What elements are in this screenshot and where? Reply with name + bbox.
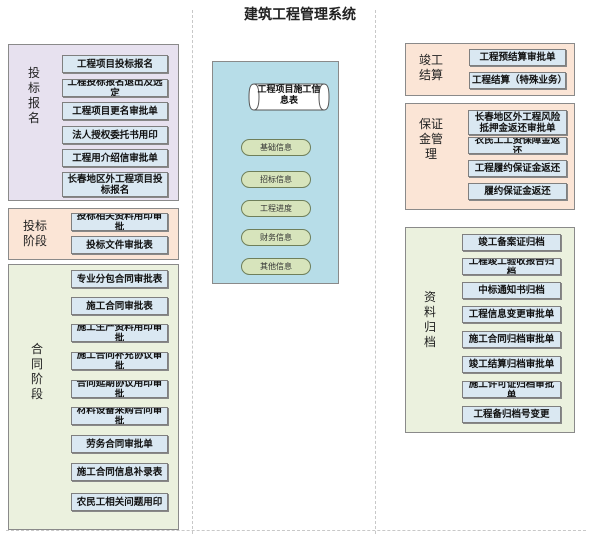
item-settlement-archive[interactable]: 竣工结算归档审批单 — [462, 356, 561, 373]
item-bid-docs-seal[interactable]: 投标相关资料用印审批 — [71, 213, 168, 231]
item-extension-agreement[interactable]: 合同延期协议用印审批 — [71, 380, 168, 398]
project-info-title: 工程项目施工信息表 — [257, 85, 321, 106]
item-project-rename[interactable]: 工程项目更名审批单 — [62, 102, 168, 120]
item-pre-settlement[interactable]: 工程预结算审批单 — [469, 49, 566, 66]
item-bid-withdraw[interactable]: 工程投标报名退出及选定 — [62, 79, 168, 97]
group-label-archive: 资料归档 — [423, 290, 436, 349]
item-filing-certificate[interactable]: 竣工备案证归档 — [462, 234, 561, 251]
item-archive-number-change[interactable]: 工程备归档号变更 — [462, 406, 561, 423]
item-permit-archive[interactable]: 施工许可证归档审批单 — [462, 381, 561, 398]
item-performance-bond-return[interactable]: 工程履约保证金返还 — [468, 160, 567, 177]
scroll-shape-icon — [248, 83, 330, 111]
item-acceptance-report[interactable]: 工程竣工验收报告归档 — [462, 258, 561, 275]
item-intro-letter[interactable]: 工程用介绍信审批单 — [62, 149, 168, 167]
item-supplement-agreement[interactable]: 施工合同补充协议审批 — [71, 352, 168, 370]
item-out-of-region-bid[interactable]: 长春地区外工程项目投标报名 — [62, 172, 168, 197]
item-legal-authorization[interactable]: 法人授权委托书用印 — [62, 126, 168, 144]
item-subcontract[interactable]: 专业分包合同审批表 — [71, 270, 168, 288]
item-settlement-special[interactable]: 工程结算（特殊业务） — [469, 72, 566, 89]
pill-progress[interactable]: 工程进度 — [241, 200, 311, 217]
item-construction-contract[interactable]: 施工合同审批表 — [71, 297, 168, 315]
group-label-bidding-apply: 投标报名 — [27, 66, 40, 125]
item-risk-deposit-return[interactable]: 长春地区外工程风险抵押金返还审批单 — [468, 110, 567, 135]
item-info-change[interactable]: 工程信息变更审批单 — [462, 306, 561, 323]
item-contract-info-supplement[interactable]: 施工合同信息补录表 — [71, 463, 168, 481]
item-migrant-worker-seal[interactable]: 农民工相关问题用印 — [71, 493, 168, 511]
item-contract-archive[interactable]: 施工合同归档审批单 — [462, 331, 561, 348]
item-wage-deposit-return[interactable]: 农民工工资保障金返还 — [468, 137, 567, 154]
item-bid-file-approval[interactable]: 投标文件审批表 — [71, 236, 168, 254]
divider-right — [375, 10, 376, 534]
pill-finance-info[interactable]: 财务信息 — [241, 229, 311, 246]
group-label-completion: 竣工结算 — [418, 53, 443, 82]
item-bid-register[interactable]: 工程项目投标报名 — [62, 55, 168, 73]
divider-left — [192, 10, 193, 534]
project-info-header[interactable]: 工程项目施工信息表 — [248, 83, 330, 111]
item-bid-notice[interactable]: 中标通知书归档 — [462, 282, 561, 299]
pill-basic-info[interactable]: 基础信息 — [241, 139, 311, 156]
page-title: 建筑工程管理系统 — [244, 7, 356, 23]
pill-bidding-info[interactable]: 招标信息 — [241, 171, 311, 188]
item-material-purchase[interactable]: 材料设备采购合同审批 — [71, 407, 168, 425]
pill-other-info[interactable]: 其他信息 — [241, 258, 311, 275]
item-labor-contract[interactable]: 劳务合同审批单 — [71, 435, 168, 453]
item-production-docs-seal[interactable]: 施工生产资料用印审批 — [71, 324, 168, 342]
group-label-bidding-stage: 投标阶段 — [22, 219, 47, 248]
divider-bottom — [6, 530, 586, 531]
group-label-guarantee: 保证金管理 — [418, 117, 443, 161]
item-bond-return[interactable]: 履约保证金返还 — [468, 183, 567, 200]
group-label-contract-stage: 合同阶段 — [30, 342, 43, 401]
